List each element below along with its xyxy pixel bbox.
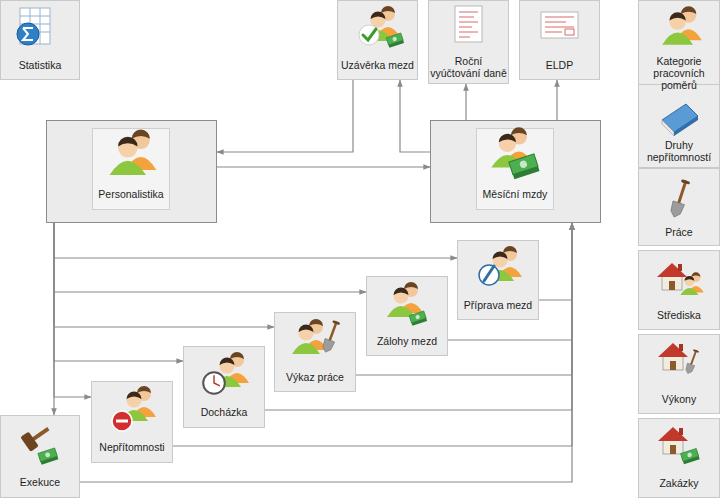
- module-tile: Nepřítomnosti: [91, 381, 173, 463]
- flow-arrow: [265, 223, 572, 410]
- label-area: Měsíční mzdy: [478, 182, 552, 206]
- module-label: Kategorie pracovních poměrů: [640, 55, 718, 91]
- module-label: Zakázky: [659, 477, 698, 489]
- module-tile: Roční vyúčtování daně: [428, 0, 509, 84]
- flow-arrow: [400, 80, 430, 152]
- flow-arrow: [54, 223, 183, 361]
- flow-arrow: [217, 80, 353, 152]
- icon-tile: Personalistika: [92, 128, 170, 210]
- module-tile: Střediska: [638, 250, 720, 330]
- module-label: ELDP: [546, 59, 573, 71]
- flow-arrow: [556, 80, 557, 120]
- flow-arrow: [217, 166, 430, 167]
- module-tile: ELDP: [519, 0, 600, 80]
- module-tile: Práce: [638, 168, 720, 246]
- flow-arrow: [539, 223, 572, 300]
- label-area: Druhy nepřítomností: [640, 138, 718, 164]
- flow-arrow: [54, 223, 366, 292]
- module-label: Uzávěrka mezd: [341, 59, 414, 71]
- module-tile: Statistika: [0, 0, 80, 80]
- flow-arrow: [80, 223, 572, 482]
- module-tile: Kategorie pracovních poměrů: [638, 0, 720, 96]
- label-area: Roční vyúčtování daně: [430, 54, 507, 80]
- label-area: Uzávěrka mezd: [339, 54, 416, 76]
- module-label: Exekuce: [20, 476, 60, 488]
- module-tile: Výkaz práce: [274, 312, 356, 392]
- module-label: Střediska: [657, 309, 701, 321]
- module-label: Docházka: [201, 406, 248, 418]
- label-area: Zálohy mezd: [368, 330, 446, 352]
- flow-arrow: [356, 223, 572, 375]
- label-area: Zakázky: [640, 472, 718, 494]
- module-label: Personalistika: [98, 188, 163, 200]
- flow-arrow: [54, 223, 91, 397]
- module-label: Měsíční mzdy: [483, 188, 548, 200]
- module-label: Druhy nepřítomností: [640, 139, 718, 163]
- label-area: Exekuce: [2, 469, 78, 494]
- module-tile: Výkony: [638, 334, 720, 414]
- label-area: ELDP: [521, 54, 598, 76]
- label-area: Nepřítomnosti: [93, 435, 171, 459]
- module-box: Personalistika: [46, 120, 217, 223]
- module-label: Statistika: [19, 59, 62, 71]
- module-label: Příprava mezd: [464, 299, 532, 311]
- flow-arrow: [173, 223, 572, 446]
- module-tile: Docházka: [183, 346, 265, 428]
- module-label: Zálohy mezd: [377, 335, 437, 347]
- label-area: Výkony: [640, 388, 718, 410]
- module-label: Práce: [665, 226, 692, 238]
- label-area: Personalistika: [94, 182, 168, 206]
- module-label: Výkony: [662, 393, 696, 405]
- module-tile: Příprava mezd: [457, 240, 539, 320]
- module-tile: Druhy nepřítomností: [638, 84, 720, 168]
- module-label: Nepřítomnosti: [99, 441, 164, 453]
- module-tile: Uzávěrka mezd: [337, 0, 418, 80]
- flow-arrow: [54, 223, 274, 327]
- icon-tile: Měsíční mzdy: [476, 128, 554, 210]
- label-area: Docházka: [185, 400, 263, 424]
- flow-arrow: [53, 223, 54, 415]
- module-label: Výkaz práce: [286, 371, 344, 383]
- flow-arrow: [448, 223, 572, 340]
- label-area: Příprava mezd: [459, 294, 537, 316]
- label-area: Výkaz práce: [276, 366, 354, 388]
- label-area: Kategorie pracovních poměrů: [640, 54, 718, 92]
- flow-arrow: [54, 223, 457, 258]
- module-tile: Exekuce: [0, 415, 80, 498]
- module-box: Měsíční mzdy: [430, 120, 601, 223]
- label-area: Střediska: [640, 304, 718, 326]
- module-label: Roční vyúčtování daně: [430, 55, 507, 79]
- flow-arrow: [465, 84, 466, 120]
- label-area: Statistika: [2, 54, 78, 76]
- module-tile: Zálohy mezd: [366, 276, 448, 356]
- label-area: Práce: [640, 222, 718, 242]
- module-tile: Zakázky: [638, 418, 720, 498]
